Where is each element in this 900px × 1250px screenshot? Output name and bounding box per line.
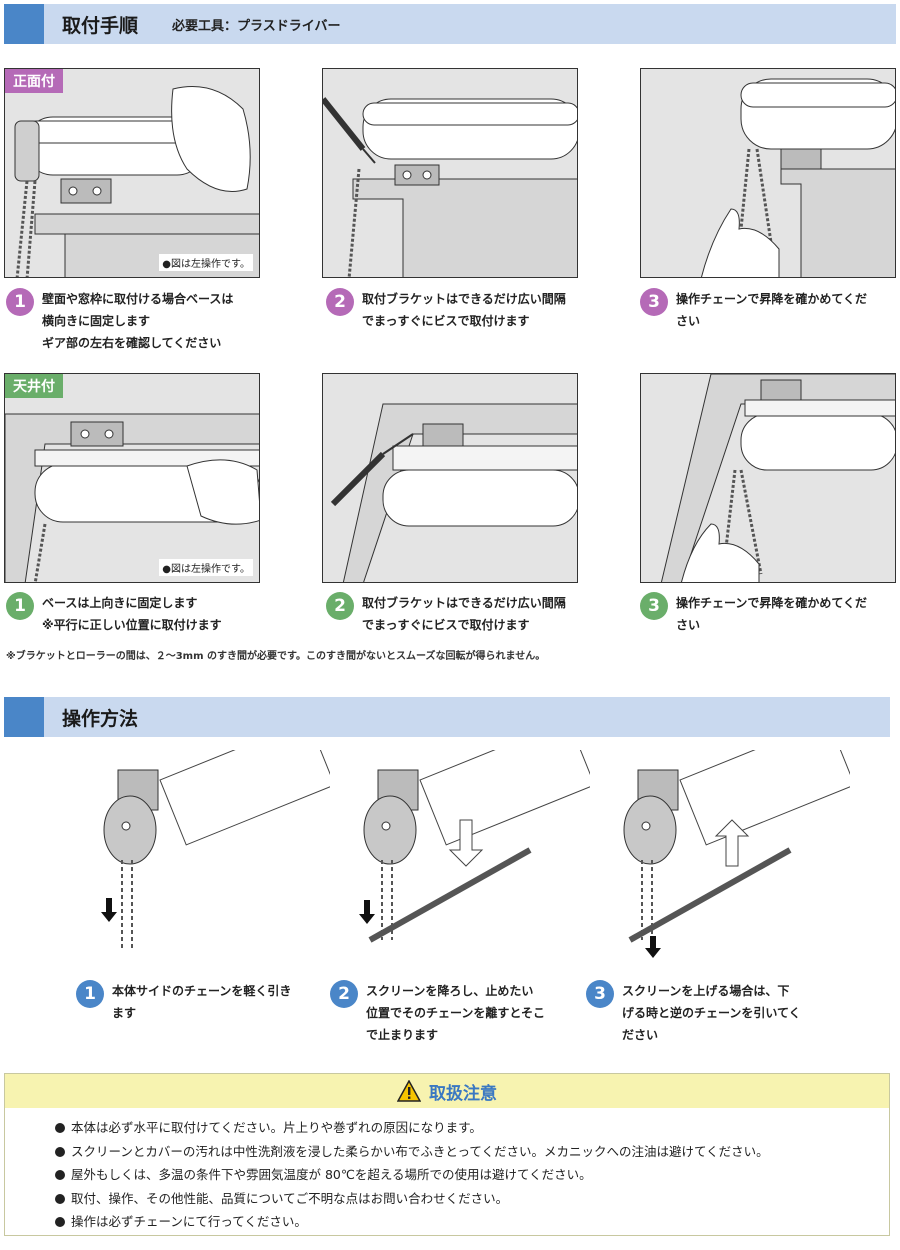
step-badge: 1 [76, 980, 104, 1008]
operation-section-header: 操作方法 [4, 697, 890, 737]
step-badge: 2 [326, 288, 354, 316]
step-line: 位置でそのチェーンを離すとそこ [366, 1006, 546, 1020]
front-step-1: 1 壁面や窓枠に取付ける場合ベースは 横向きに固定します ギア部の左右を確認して… [6, 288, 233, 354]
front-mount-tag: 正面付 [5, 69, 63, 93]
step-line: 本体サイドのチェーンを軽く引き [112, 984, 292, 998]
step-line: 操作チェーンで昇降を確かめてくだ [676, 292, 868, 306]
step-badge: 3 [586, 980, 614, 1008]
ceiling-step-3: 3 操作チェーンで昇降を確かめてくだ さい [640, 592, 867, 636]
operation-figure-3 [623, 750, 850, 958]
operation-figure-1 [101, 750, 330, 950]
front-operate-drawing [641, 69, 895, 277]
caution-box: 取扱注意 本体は必ず水平に取付けてください。片上りや巻ずれの原因になります。 ス… [4, 1073, 890, 1236]
header-accent [4, 4, 44, 44]
step-line: スクリーンを上げる場合は、下 [622, 984, 790, 998]
step-badge: 1 [6, 288, 34, 316]
caution-item: 操作は必ずチェーンにて行ってください。 [55, 1210, 889, 1234]
step-line: でまっすぐにビスで取付けます [362, 314, 530, 328]
install-title: 取付手順 [62, 14, 139, 37]
operation-figure-2 [359, 750, 590, 943]
ceiling-illustration-3 [640, 373, 896, 583]
caution-item: 本体は必ず水平に取付けてください。片上りや巻ずれの原因になります。 [55, 1116, 889, 1140]
step-line: でまっすぐにビスで取付けます [362, 618, 530, 632]
step-line: さい [676, 314, 701, 328]
front-step-3: 3 操作チェーンで昇降を確かめてくだ さい [640, 288, 867, 332]
step-line: 壁面や窓枠に取付ける場合ベースは [42, 292, 234, 306]
step-line: スクリーンを降ろし、止めたい [366, 984, 534, 998]
front-illustration-3 [640, 68, 896, 278]
ceiling-mount-tag: 天井付 [5, 374, 63, 398]
ceiling-mount-drawing [5, 374, 259, 582]
front-step-2: 2 取付ブラケットはできるだけ広い間隔 でまっすぐにビスで取付けます [326, 288, 566, 332]
operation-step-1: 1 本体サイドのチェーンを軽く引き ます [76, 980, 291, 1024]
caution-item: スクリーンとカバーの汚れは中性洗剤液を浸した柔らかい布でふきとってください。メカ… [55, 1140, 889, 1164]
front-screw-drawing [323, 69, 577, 277]
step-badge: 3 [640, 288, 668, 316]
step-badge: 2 [330, 980, 358, 1008]
step-line: げる時と逆のチェーンを引いてく [622, 1006, 801, 1020]
step-line: で止まります [366, 1028, 439, 1042]
caution-item: 屋外もしくは、多温の条件下や雰囲気温度が 80℃を超える場所での使用は避けてくだ… [55, 1163, 889, 1187]
front-note: ●図は左操作です。 [159, 254, 253, 271]
step-line: ※平行に正しい位置に取付けます [42, 618, 222, 632]
warning-icon [397, 1080, 421, 1102]
ceiling-screw-drawing [323, 374, 577, 582]
install-section-header: 取付手順 必要工具：プラスドライバー [4, 4, 896, 44]
caution-item: 取付、操作、その他性能、品質についてご不明な点はお問い合わせください。 [55, 1187, 889, 1211]
step-line: 取付ブラケットはできるだけ広い間隔 [362, 596, 566, 610]
step-badge: 2 [326, 592, 354, 620]
operation-step-3: 3 スクリーンを上げる場合は、下 げる時と逆のチェーンを引いてく ださい [586, 980, 801, 1046]
step-badge: 3 [640, 592, 668, 620]
ceiling-illustration-2 [322, 373, 578, 583]
step-line: 取付ブラケットはできるだけ広い間隔 [362, 292, 566, 306]
front-illustration-1: 正面付 ●図は左操作です。 [4, 68, 260, 278]
caution-header: 取扱注意 [5, 1074, 889, 1108]
header-accent [4, 697, 44, 737]
step-line: ださい [622, 1028, 659, 1042]
ceiling-note: ●図は左操作です。 [159, 559, 253, 576]
tools-required: 必要工具：プラスドライバー [172, 18, 341, 34]
ceiling-step-1: 1 ベースは上向きに固定します ※平行に正しい位置に取付けます [6, 592, 222, 636]
step-line: さい [676, 618, 701, 632]
front-mount-drawing [5, 69, 259, 277]
operation-step-2: 2 スクリーンを降ろし、止めたい 位置でそのチェーンを離すとそこ で止まります [330, 980, 545, 1046]
operation-title: 操作方法 [62, 707, 139, 730]
gap-footnote: ※ブラケットとローラーの間は、２～3mm のすき間が必要です。このすき間がないと… [6, 651, 546, 662]
caution-list: 本体は必ず水平に取付けてください。片上りや巻ずれの原因になります。 スクリーンと… [5, 1108, 889, 1234]
ceiling-step-2: 2 取付ブラケットはできるだけ広い間隔 でまっすぐにビスで取付けます [326, 592, 566, 636]
step-line: ベースは上向きに固定します [42, 596, 198, 610]
ceiling-illustration-1: 天井付 ●図は左操作です。 [4, 373, 260, 583]
caution-title: 取扱注意 [429, 1083, 497, 1104]
step-line: 横向きに固定します [42, 314, 151, 328]
step-line: ます [112, 1006, 137, 1020]
step-line: ギア部の左右を確認してください [42, 336, 222, 350]
step-badge: 1 [6, 592, 34, 620]
ceiling-operate-drawing [641, 374, 895, 582]
front-illustration-2 [322, 68, 578, 278]
step-line: 操作チェーンで昇降を確かめてくだ [676, 596, 868, 610]
